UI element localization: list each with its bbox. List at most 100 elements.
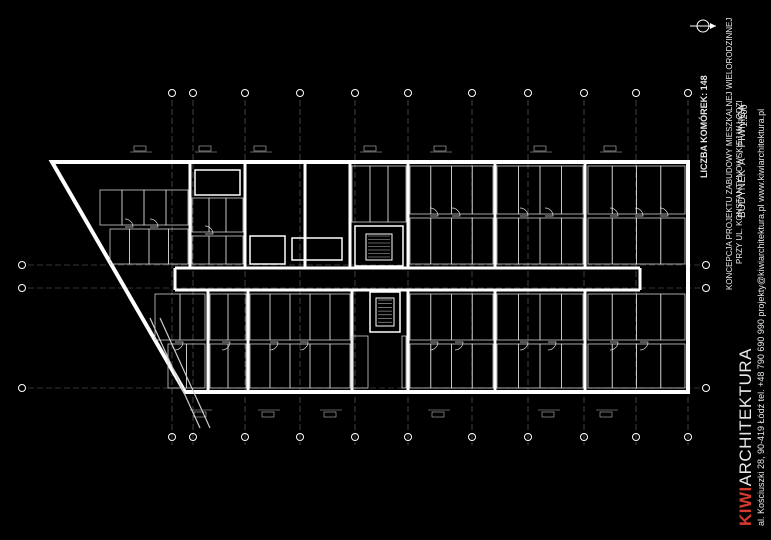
storage-cell [209, 293, 229, 341]
structural-walls [188, 162, 587, 392]
door-swing-icon [204, 225, 214, 235]
storage-cell [587, 343, 613, 389]
building-outline [48, 160, 690, 394]
storage-cell [249, 293, 271, 341]
storage-cell [430, 293, 452, 341]
door-swing-icon [544, 207, 554, 217]
storage-cell [369, 165, 389, 223]
studio-logo-rest: ARCHITEKTURA [736, 347, 755, 487]
storage-cell [165, 189, 189, 226]
axis-marker-icon [580, 89, 588, 97]
storage-cell [660, 293, 686, 341]
storage-cell [587, 293, 613, 341]
door-swing-icon [174, 341, 184, 351]
storage-cell [451, 343, 473, 389]
dimension-tag [253, 145, 267, 152]
storage-cell [209, 343, 229, 389]
axis-marker-icon [351, 89, 359, 97]
door-swing-icon [519, 207, 529, 217]
storage-cell [660, 343, 686, 389]
door-swing-icon [659, 207, 669, 217]
dimension-tags [130, 145, 622, 418]
axis-marker-icon [189, 433, 197, 441]
axis-marker-icon [468, 433, 476, 441]
storage-cell [471, 293, 494, 341]
door-swing-icon [634, 207, 644, 217]
door-swing-icon [519, 341, 529, 351]
storage-cell [636, 293, 662, 341]
storage-cell [409, 165, 432, 215]
storage-cell [309, 293, 331, 341]
axis-markers [18, 89, 710, 441]
storage-cell [660, 165, 686, 215]
storage-cell [518, 165, 541, 215]
storage-cell [269, 293, 291, 341]
storage-cell [496, 165, 519, 215]
storage-cell [409, 293, 432, 341]
axis-marker-icon [296, 89, 304, 97]
storage-cell [660, 217, 686, 265]
storage-cell [561, 293, 584, 341]
storage-cell [471, 165, 494, 215]
storage-cell [269, 343, 291, 389]
axis-marker-icon [524, 433, 532, 441]
storage-cell [401, 335, 407, 389]
storage-cell [191, 197, 210, 233]
stair-core-bottom [369, 291, 401, 333]
storage-cell [409, 217, 432, 265]
storage-cell [611, 165, 637, 215]
stair-core-top [354, 225, 404, 267]
axis-marker-icon [18, 261, 26, 269]
scale-label: 1:200 [739, 104, 749, 127]
axis-marker-icon [684, 89, 692, 97]
axis-marker-icon [632, 89, 640, 97]
storage-cell [109, 228, 130, 265]
studio-logo: KIWIARCHITEKTURA [736, 348, 756, 526]
storage-cell [496, 293, 519, 341]
storage-cell [329, 343, 351, 389]
storage-cell [227, 293, 247, 341]
dimension-tag [431, 411, 445, 418]
door-swing-icon [124, 218, 134, 228]
storage-cell [309, 343, 331, 389]
storage-cell [561, 343, 584, 389]
axis-marker-icon [702, 284, 710, 292]
storage-cell [539, 217, 562, 265]
storage-cell [518, 217, 541, 265]
door-swing-icon [451, 207, 461, 217]
studio-logo-kiwi: KIWI [736, 486, 755, 526]
storage-cell [249, 343, 271, 389]
storage-cell [539, 165, 562, 215]
dimension-tag [323, 411, 337, 418]
door-swing-icon [429, 207, 439, 217]
storage-cell [636, 165, 662, 215]
axis-marker-icon [351, 433, 359, 441]
dimension-tag [603, 145, 617, 152]
storage-cell [168, 228, 189, 265]
dimension-tag [433, 145, 447, 152]
storage-cell [451, 293, 473, 341]
axis-marker-icon [404, 433, 412, 441]
storage-cell [121, 189, 145, 226]
door-swing-icon [299, 341, 309, 351]
stair-icon [378, 299, 392, 323]
door-swing-icon [547, 341, 557, 351]
ramp-line [149, 317, 211, 429]
storage-cell [148, 228, 169, 265]
north-arrow-icon [690, 19, 716, 33]
storage-cell [636, 217, 662, 265]
axis-marker-icon [702, 384, 710, 392]
storage-cell [496, 343, 519, 389]
storage-cell [191, 235, 210, 265]
door-swing-icon [429, 341, 439, 351]
storage-cell [451, 217, 473, 265]
storage-cell [409, 343, 432, 389]
axis-marker-icon [580, 433, 588, 441]
storage-cell [227, 343, 247, 389]
storage-count-label: LICZBA KOMÓREK: 148 [699, 75, 709, 178]
dimension-tag [363, 145, 377, 152]
storage-cell [99, 189, 123, 226]
storage-cell [539, 343, 562, 389]
storage-cell [351, 335, 369, 389]
